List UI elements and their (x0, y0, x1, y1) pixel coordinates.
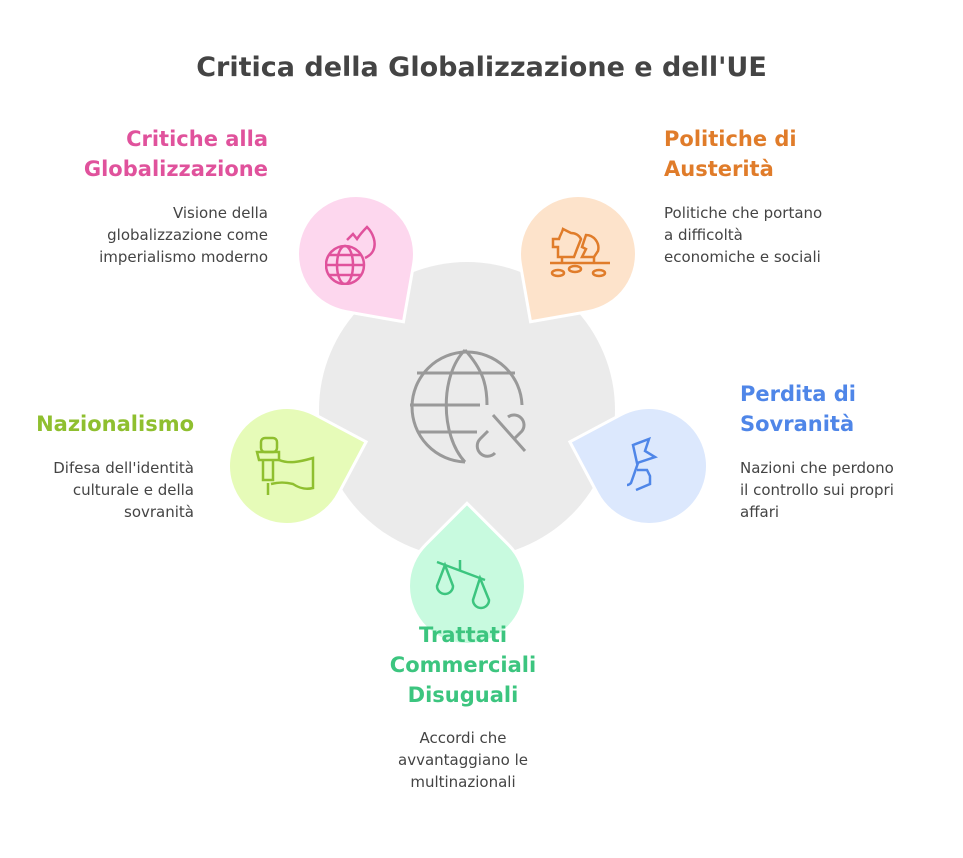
heading-line: Nazionalismo (36, 412, 194, 436)
desc-line: sovranità (124, 503, 194, 521)
burning-globe-icon (325, 225, 376, 285)
desc-line: affari (740, 503, 780, 521)
desc-sovranita: Nazioni che perdono il controllo sui prop… (740, 457, 894, 523)
broken-piggy-bank-icon (550, 227, 610, 278)
heading-line: Globalizzazione (83, 157, 268, 181)
heading-line: Sovranità (740, 412, 855, 436)
heading-line: Austerità (664, 157, 774, 181)
heading-line: Critiche alla (126, 127, 268, 151)
heading-line: Perdita di (740, 382, 856, 406)
heading-nazionalismo: Nazionalismo (36, 409, 194, 439)
hand-flag-icon (626, 436, 658, 492)
desc-line: culturale e della (72, 481, 194, 499)
desc-line: economiche e sociali (664, 248, 821, 266)
heading-line: Trattati (418, 623, 508, 647)
globe-broken-link-icon (410, 348, 527, 464)
heading-line: Politiche di (664, 127, 797, 151)
desc-line: Nazioni che perdono (740, 459, 894, 477)
desc-line: il controllo sui propri (740, 481, 894, 499)
desc-critiche: Visione della globalizzazione come imperia… (99, 202, 268, 268)
heading-sovranita: Perdita di Sovranità (740, 379, 856, 439)
desc-austerita: Politiche che portano a difficoltà economi… (664, 202, 822, 268)
desc-line: Difesa dell'identità (53, 459, 194, 477)
desc-line: Visione della (172, 204, 268, 222)
desc-line: Accordi che (419, 729, 507, 747)
desc-line: a difficoltà (664, 226, 743, 244)
desc-line: avvantaggiano le (398, 751, 528, 769)
heading-line: Disuguali (407, 683, 519, 707)
desc-line: globalizzazione come (107, 226, 268, 244)
desc-line: multinazionali (410, 773, 516, 791)
heading-line: Commerciali (389, 653, 537, 677)
desc-trattati: Accordi che avvantaggiano le multinazional… (313, 727, 613, 793)
hand-torch-icon (255, 436, 315, 495)
desc-nazionalismo: Difesa dell'identità culturale e della sov… (53, 457, 194, 523)
heading-austerita: Politiche di Austerità (664, 124, 797, 184)
page-title: Critica della Globalizzazione e dell'UE (196, 52, 767, 83)
unbalanced-scale-icon (435, 560, 491, 610)
desc-line: Politiche che portano (664, 204, 823, 222)
desc-line: imperialismo moderno (99, 248, 268, 266)
